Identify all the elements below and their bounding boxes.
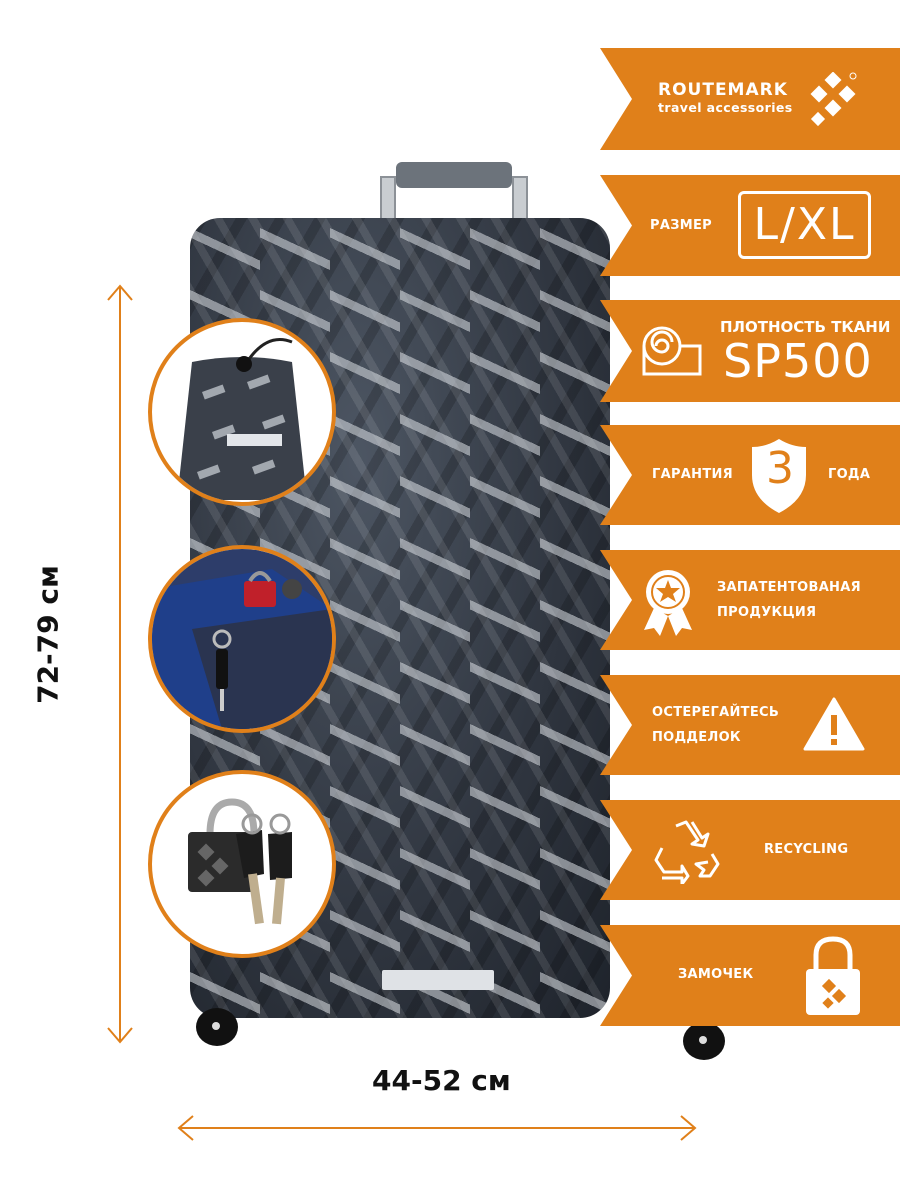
counterfeit-line1: ОСТЕРЕГАЙТЕСЬ bbox=[652, 705, 780, 720]
lock-label: ЗАМОЧЕК bbox=[678, 967, 754, 982]
padlock-icon bbox=[806, 936, 860, 1015]
storage-bag-circle bbox=[148, 318, 336, 506]
patent-banner: ЗАПАТЕНТОВАНАЯ ПРОДУКЦИЯ bbox=[600, 550, 900, 650]
density-banner: ПЛОТНОСТЬ ТКАНИ SP500 bbox=[600, 300, 900, 402]
size-value-box: L/XL bbox=[738, 191, 871, 259]
density-label: ПЛОТНОСТЬ ТКАНИ bbox=[720, 318, 891, 336]
diamond-logo-icon bbox=[810, 72, 857, 127]
shield-icon bbox=[752, 439, 806, 513]
warranty-banner: ГАРАНТИЯ 3 ГОДА bbox=[600, 425, 900, 525]
fabric-roll-icon bbox=[642, 326, 702, 376]
warranty-years: 3 bbox=[766, 443, 795, 494]
warning-icon bbox=[803, 697, 865, 751]
counterfeit-banner: ОСТЕРЕГАЙТЕСЬ ПОДДЕЛОК bbox=[600, 675, 900, 775]
height-dimension-arrow bbox=[107, 284, 133, 1044]
lock-banner: ЗАМОЧЕК bbox=[600, 925, 900, 1026]
award-badge-icon bbox=[644, 570, 692, 636]
zipper-lock-circle bbox=[148, 545, 336, 733]
patent-line1: ЗАПАТЕНТОВАНАЯ bbox=[717, 580, 861, 595]
brand-banner: ROUTEMARK travel accessories bbox=[600, 48, 900, 150]
size-label: РАЗМЕР bbox=[650, 218, 712, 233]
width-dimension-label: 44-52 см bbox=[372, 1064, 511, 1097]
recycling-banner: RECYCLING bbox=[600, 800, 900, 900]
cover-label-strip bbox=[382, 970, 494, 990]
width-dimension-arrow bbox=[177, 1115, 697, 1141]
density-value: SP500 bbox=[723, 334, 873, 388]
patent-line2: ПРОДУКЦИЯ bbox=[717, 605, 817, 620]
brand-tagline: travel accessories bbox=[658, 100, 793, 115]
recycle-icon bbox=[654, 820, 720, 884]
warranty-unit: ГОДА bbox=[828, 467, 871, 482]
counterfeit-line2: ПОДДЕЛОК bbox=[652, 730, 741, 745]
suitcase-handle bbox=[378, 162, 530, 230]
warranty-label: ГАРАНТИЯ bbox=[652, 467, 733, 482]
wheel bbox=[196, 1008, 238, 1046]
wheel bbox=[683, 1022, 725, 1060]
brand-name: ROUTEMARK bbox=[658, 80, 788, 100]
recycling-label: RECYCLING bbox=[764, 842, 849, 857]
size-banner: РАЗМЕР L/XL bbox=[600, 175, 900, 276]
height-dimension-label: 72-79 см bbox=[31, 565, 65, 704]
padlock-keys-circle bbox=[148, 770, 336, 958]
